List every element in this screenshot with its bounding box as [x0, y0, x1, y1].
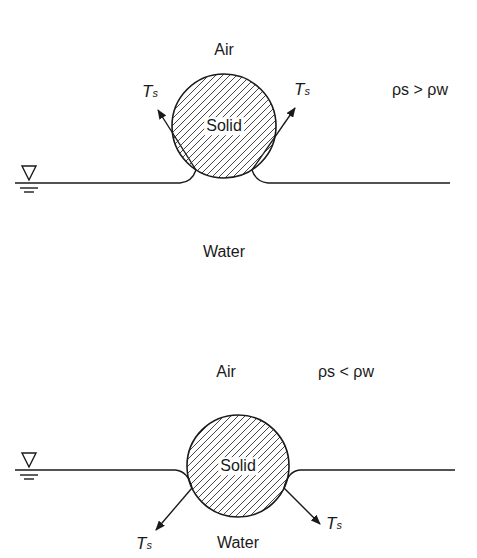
tension-arrow	[158, 110, 196, 170]
water-level-symbol	[22, 453, 36, 467]
node-text: Solid	[218, 457, 258, 475]
tension-label: Ts	[142, 83, 158, 102]
tension-label: Ts	[326, 515, 342, 534]
tension-arrow	[252, 108, 295, 170]
water-level-symbol	[24, 191, 34, 192]
medium-label: Water	[203, 243, 245, 261]
tension-arrow	[156, 488, 192, 530]
water-level-symbol	[22, 166, 36, 180]
medium-label: Air	[216, 363, 236, 381]
medium-label: Air	[214, 41, 234, 59]
water-surface	[15, 170, 196, 183]
density-relation: ρs > ρw	[392, 81, 448, 99]
tension-label: Ts	[136, 535, 152, 554]
water-level-symbol	[20, 187, 38, 188]
water-surface	[284, 470, 455, 488]
solid-particle: Solid	[170, 72, 278, 180]
tension-label: Ts	[294, 81, 310, 100]
tension-arrow	[284, 488, 320, 524]
water-level-symbol	[24, 478, 34, 479]
water-level-symbol	[20, 474, 38, 475]
medium-label: Water	[217, 534, 259, 552]
water-surface	[252, 170, 450, 183]
water-surface	[15, 470, 192, 488]
solid-particle: Solid	[185, 413, 291, 519]
density-relation: ρs < ρw	[318, 363, 374, 381]
node-text: Solid	[204, 117, 244, 135]
